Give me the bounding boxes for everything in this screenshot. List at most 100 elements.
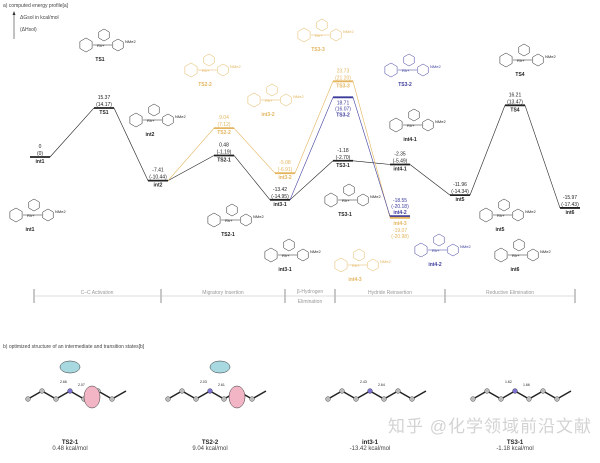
phase-label: Hydride Reinsertion [368,290,412,296]
structure-label: int4-2 [428,262,442,268]
atom [325,396,331,402]
level-energy: 16.21 [509,92,522,98]
level-int2: -7.41(-10.44)int2 [148,168,168,189]
connection-line-int3-1-TS3-1 [289,160,334,201]
connection-line-int2-TS2-2 [167,127,215,181]
ring-icon [207,212,221,228]
level-energy: -19.07 [393,228,407,234]
ring-icon [240,213,252,227]
atom [165,396,171,402]
level-name: TS2-2 [217,130,231,136]
substituent-label: NMe2 [125,39,136,44]
structure-label: int1 [26,227,35,233]
metal-label: Rh+ [97,43,105,48]
structure-energy: 9.04 kcal/mol [192,446,228,452]
ring-icon [330,28,342,42]
structure-label: int5 [496,227,505,233]
ring-icon [422,118,434,132]
level-enthalpy: (-2.70) [336,155,351,161]
bond [251,390,267,400]
phase-label: Reductive Elimination [486,290,534,296]
level-enthalpy: (14.17) [96,102,112,108]
atom [498,396,504,402]
optimized-structures: 2.662.072.032.612.432.641.621.66 [25,360,572,409]
bond [111,390,127,400]
substituent-label: NMe2 [55,209,66,214]
level-int1: 0(0)int1 [30,144,50,165]
substituent-label: NMe2 [370,194,381,199]
metal-label: Rh+ [432,248,440,253]
phenyl-ring-highlight [59,360,81,374]
ring-icon [162,113,174,127]
connection-line-int5-TS4 [469,105,506,196]
bond-distance-label: 2.43 [360,380,367,384]
level-name: int4-1 [393,166,407,172]
atom [193,396,199,402]
structure-label: TS2-2 [198,82,212,88]
level-enthalpy: (-5.49) [393,158,408,164]
bond [97,390,113,400]
level-enthalpy: (-1.19) [217,149,232,155]
bond-distance-label: 1.66 [523,383,530,387]
level-energy: 23.73 [337,68,350,74]
atom [554,396,560,402]
ring-icon [499,52,513,68]
ring-icon [9,207,23,223]
ring-icon [217,63,229,77]
metal-label: Rh+ [497,213,505,218]
level-name: int4-3 [393,221,407,227]
ring-icon [324,192,338,208]
level-enthalpy: (-17.43) [561,202,579,208]
bond-distance-label: 2.61 [218,383,225,387]
atom [353,396,359,402]
level-int3-2: -5.08(-6.91)int3-2 [275,160,295,181]
connection-line-int3-1-TS3-2 [289,97,334,200]
atom [484,388,490,394]
ring-icon [433,233,445,247]
level-TS3-1: -1.18(-2.70)TS3-1 [333,148,353,169]
optimized-structure-int3-1: 2.432.64 [325,380,427,402]
metal-label: Rh+ [402,68,410,73]
substituent-label: NMe2 [343,29,354,34]
ring-icon [527,248,539,262]
substituent-label: NMe2 [293,94,304,99]
atom [221,396,227,402]
level-energy: -5.08 [279,160,291,166]
level-name: int5 [456,197,465,203]
structure-name: TS2-2 [201,440,219,446]
ring-icon [28,198,40,212]
ring-icon [414,242,428,258]
atom [526,396,532,402]
structure-int5: Rh+ NMe2 int5 [479,198,536,233]
ring-icon [184,62,198,78]
ring-icon [283,238,295,252]
ring-icon [532,53,544,67]
ring-icon [129,112,143,128]
atom [339,388,345,394]
connection-line-TS2-2-int3-2 [233,127,276,174]
bond [500,390,516,400]
level-energy: -15.97 [563,195,577,201]
substituent-label: NMe2 [525,209,536,214]
structure-name: TS3-1 [506,440,524,446]
metal-label: Rh+ [352,263,360,268]
bond [369,390,385,400]
level-enthalpy: (21.20) [335,75,351,81]
ring-icon [494,247,508,263]
level-name: TS2-1 [217,157,231,163]
ring-icon [98,28,110,42]
phase-label: Elimination [298,299,323,305]
ring-icon [389,117,403,133]
substituent-label: NMe2 [175,114,186,119]
substituent-label: NMe2 [435,119,446,124]
atom [39,388,45,394]
atom [367,388,373,394]
optimized-structure-TS2-1: 2.662.07 [25,360,127,409]
level-int5: -11.96(-14.34)int5 [450,182,470,203]
bond [209,390,225,400]
level-name: TS3-1 [336,163,350,169]
